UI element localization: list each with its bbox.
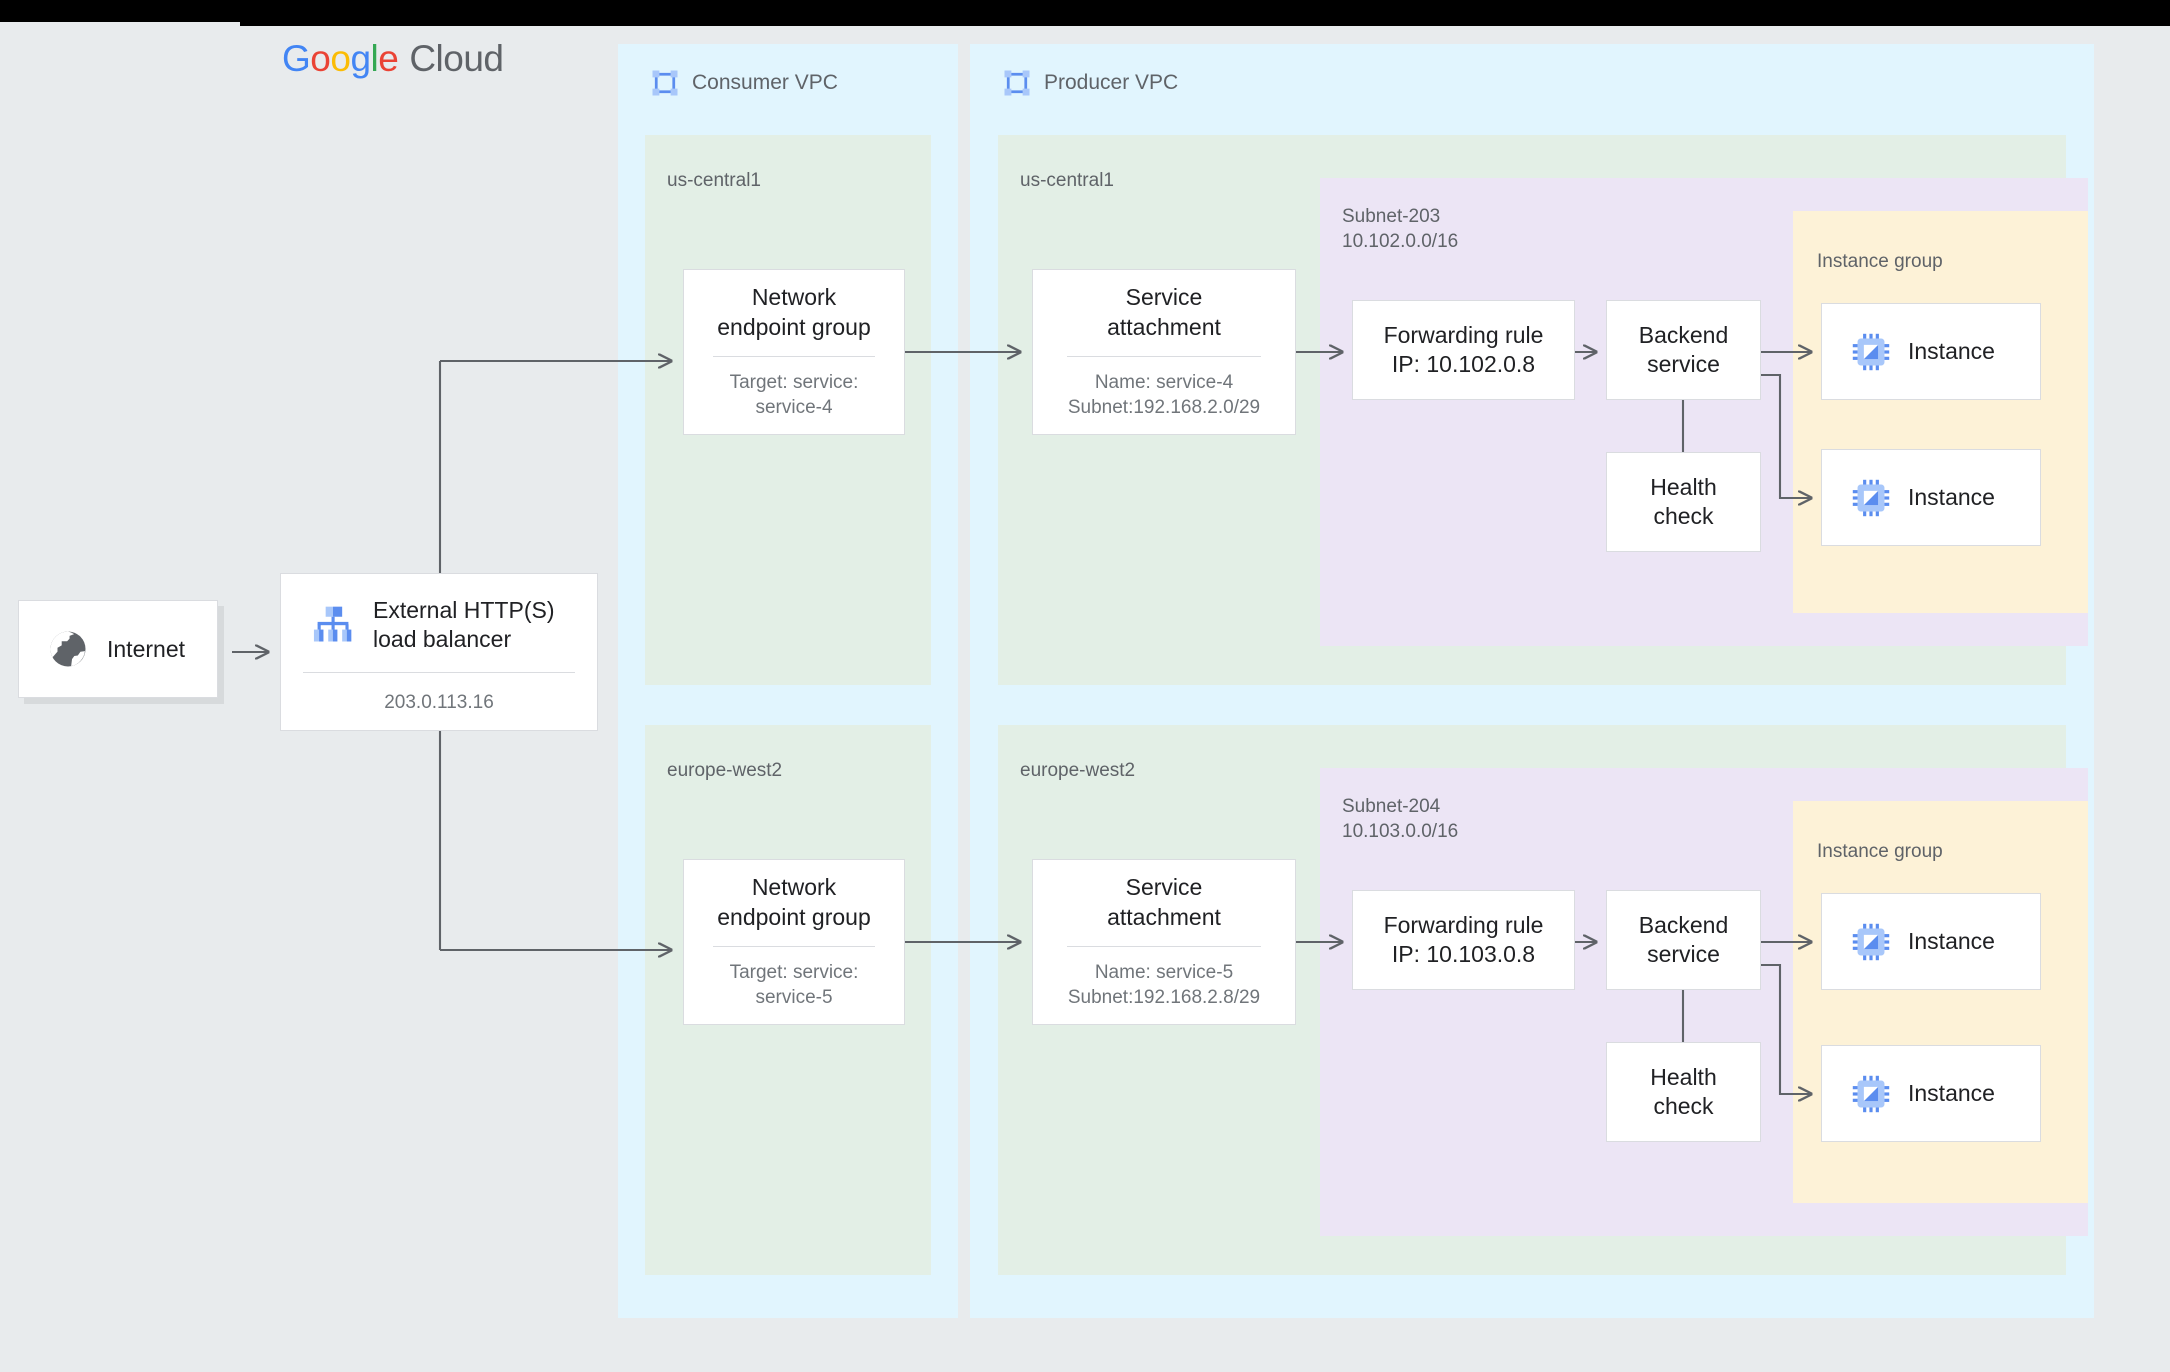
neg-title-1: Network endpoint group xyxy=(717,874,871,930)
instance-1-0[interactable]: Instance xyxy=(1821,893,2041,990)
forwarding-rule-title-0: Forwarding rule IP: 10.102.0.8 xyxy=(1383,321,1544,377)
service-attachment-sub-0: Name: service-4 Subnet:192.168.2.0/29 xyxy=(1067,372,1261,419)
internet-node[interactable]: Internet xyxy=(18,600,218,698)
producer-region-label-0: us-central1 xyxy=(1020,170,1114,191)
logo-letter-e: e xyxy=(378,38,399,79)
vm-instance-icon xyxy=(1852,923,1890,960)
vm-instance-icon xyxy=(1852,1075,1890,1112)
vm-instance-icon xyxy=(1852,333,1890,370)
top-black-bar-notch xyxy=(240,0,2170,26)
network-endpoint-group-0[interactable]: Network endpoint group Target: service: … xyxy=(683,269,905,435)
backend-service-0[interactable]: Backend service xyxy=(1606,300,1761,400)
network-endpoint-group-1[interactable]: Network endpoint group Target: service: … xyxy=(683,859,905,1025)
logo-letter-o2: o xyxy=(330,38,351,79)
instance-0-0[interactable]: Instance xyxy=(1821,303,2041,400)
vpc-network-icon xyxy=(652,70,678,96)
instance-0-1[interactable]: Instance xyxy=(1821,449,2041,546)
instance-1-1[interactable]: Instance xyxy=(1821,1045,2041,1142)
globe-icon xyxy=(50,631,86,667)
neg-sub-0: Target: service: service-4 xyxy=(729,372,859,419)
backend-service-1[interactable]: Backend service xyxy=(1606,890,1761,990)
neg-divider-1 xyxy=(712,946,876,948)
instance-group-0: Instance group xyxy=(1793,211,2088,613)
service-attachment-divider-0 xyxy=(1067,356,1261,358)
load-balancer-title: External HTTP(S) load balancer xyxy=(373,597,555,653)
load-balancer-ip: 203.0.113.16 xyxy=(384,691,494,713)
load-balancer-divider xyxy=(303,671,575,673)
subnet-label-0: Subnet-203 10.102.0.0/16 xyxy=(1342,204,1458,254)
forwarding-rule-title-1: Forwarding rule IP: 10.103.0.8 xyxy=(1383,911,1544,967)
instance-group-1: Instance group xyxy=(1793,801,2088,1203)
instance-label-0-0: Instance xyxy=(1908,338,1995,365)
logo-letter-g2: g xyxy=(350,38,371,79)
vm-instance-icon xyxy=(1852,479,1890,516)
service-attachment-title-1: Service attachment xyxy=(1107,874,1221,930)
neg-sub-1: Target: service: service-5 xyxy=(729,962,859,1009)
logo-letter-g1: G xyxy=(282,38,311,79)
service-attachment-divider-1 xyxy=(1067,946,1261,948)
producer-region-label-1: europe-west2 xyxy=(1020,760,1136,781)
neg-divider-0 xyxy=(712,356,876,358)
backend-service-title-0: Backend service xyxy=(1638,321,1729,377)
logo-word-cloud: Cloud xyxy=(409,38,504,79)
health-check-0[interactable]: Health check xyxy=(1606,452,1761,552)
health-check-1[interactable]: Health check xyxy=(1606,1042,1761,1142)
health-check-title-1: Health check xyxy=(1650,1063,1717,1119)
service-attachment-title-0: Service attachment xyxy=(1107,284,1221,340)
service-attachment-1[interactable]: Service attachment Name: service-5 Subne… xyxy=(1032,859,1296,1025)
logo-letter-l: l xyxy=(370,38,379,79)
subnet-cidr-1: 10.103.0.0/16 xyxy=(1342,821,1459,843)
producer-vpc-header: Producer VPC xyxy=(1002,68,1178,98)
external-http-load-balancer[interactable]: External HTTP(S) load balancer 203.0.113… xyxy=(280,573,598,731)
service-attachment-0[interactable]: Service attachment Name: service-4 Subne… xyxy=(1032,269,1296,435)
instance-group-label-0: Instance group xyxy=(1817,251,1943,272)
instance-label-1-1: Instance xyxy=(1908,1080,1995,1107)
neg-title-0: Network endpoint group xyxy=(717,284,871,340)
consumer-region-label-1: europe-west2 xyxy=(667,760,783,781)
instance-group-label-1: Instance group xyxy=(1817,841,1943,862)
logo-letter-o1: o xyxy=(310,38,331,79)
subnet-label-1: Subnet-204 10.103.0.0/16 xyxy=(1342,794,1458,844)
forwarding-rule-1[interactable]: Forwarding rule IP: 10.103.0.8 xyxy=(1352,890,1575,990)
instance-label-1-0: Instance xyxy=(1908,928,1995,955)
subnet-name-0: Subnet-203 xyxy=(1342,206,1441,227)
load-balancer-icon xyxy=(313,607,352,642)
backend-service-title-1: Backend service xyxy=(1638,911,1729,967)
consumer-vpc-title: Consumer VPC xyxy=(692,71,838,94)
vpc-network-icon xyxy=(1004,70,1030,96)
consumer-vpc-header: Consumer VPC xyxy=(650,68,838,98)
forwarding-rule-0[interactable]: Forwarding rule IP: 10.102.0.8 xyxy=(1352,300,1575,400)
subnet-cidr-0: 10.102.0.0/16 xyxy=(1342,231,1459,253)
health-check-title-0: Health check xyxy=(1650,473,1717,529)
service-attachment-sub-1: Name: service-5 Subnet:192.168.2.8/29 xyxy=(1067,962,1261,1009)
producer-vpc-title: Producer VPC xyxy=(1044,71,1179,94)
consumer-region-label-0: us-central1 xyxy=(667,170,761,191)
subnet-name-1: Subnet-204 xyxy=(1342,796,1441,817)
instance-label-0-1: Instance xyxy=(1908,484,1995,511)
internet-label: Internet xyxy=(107,635,185,662)
